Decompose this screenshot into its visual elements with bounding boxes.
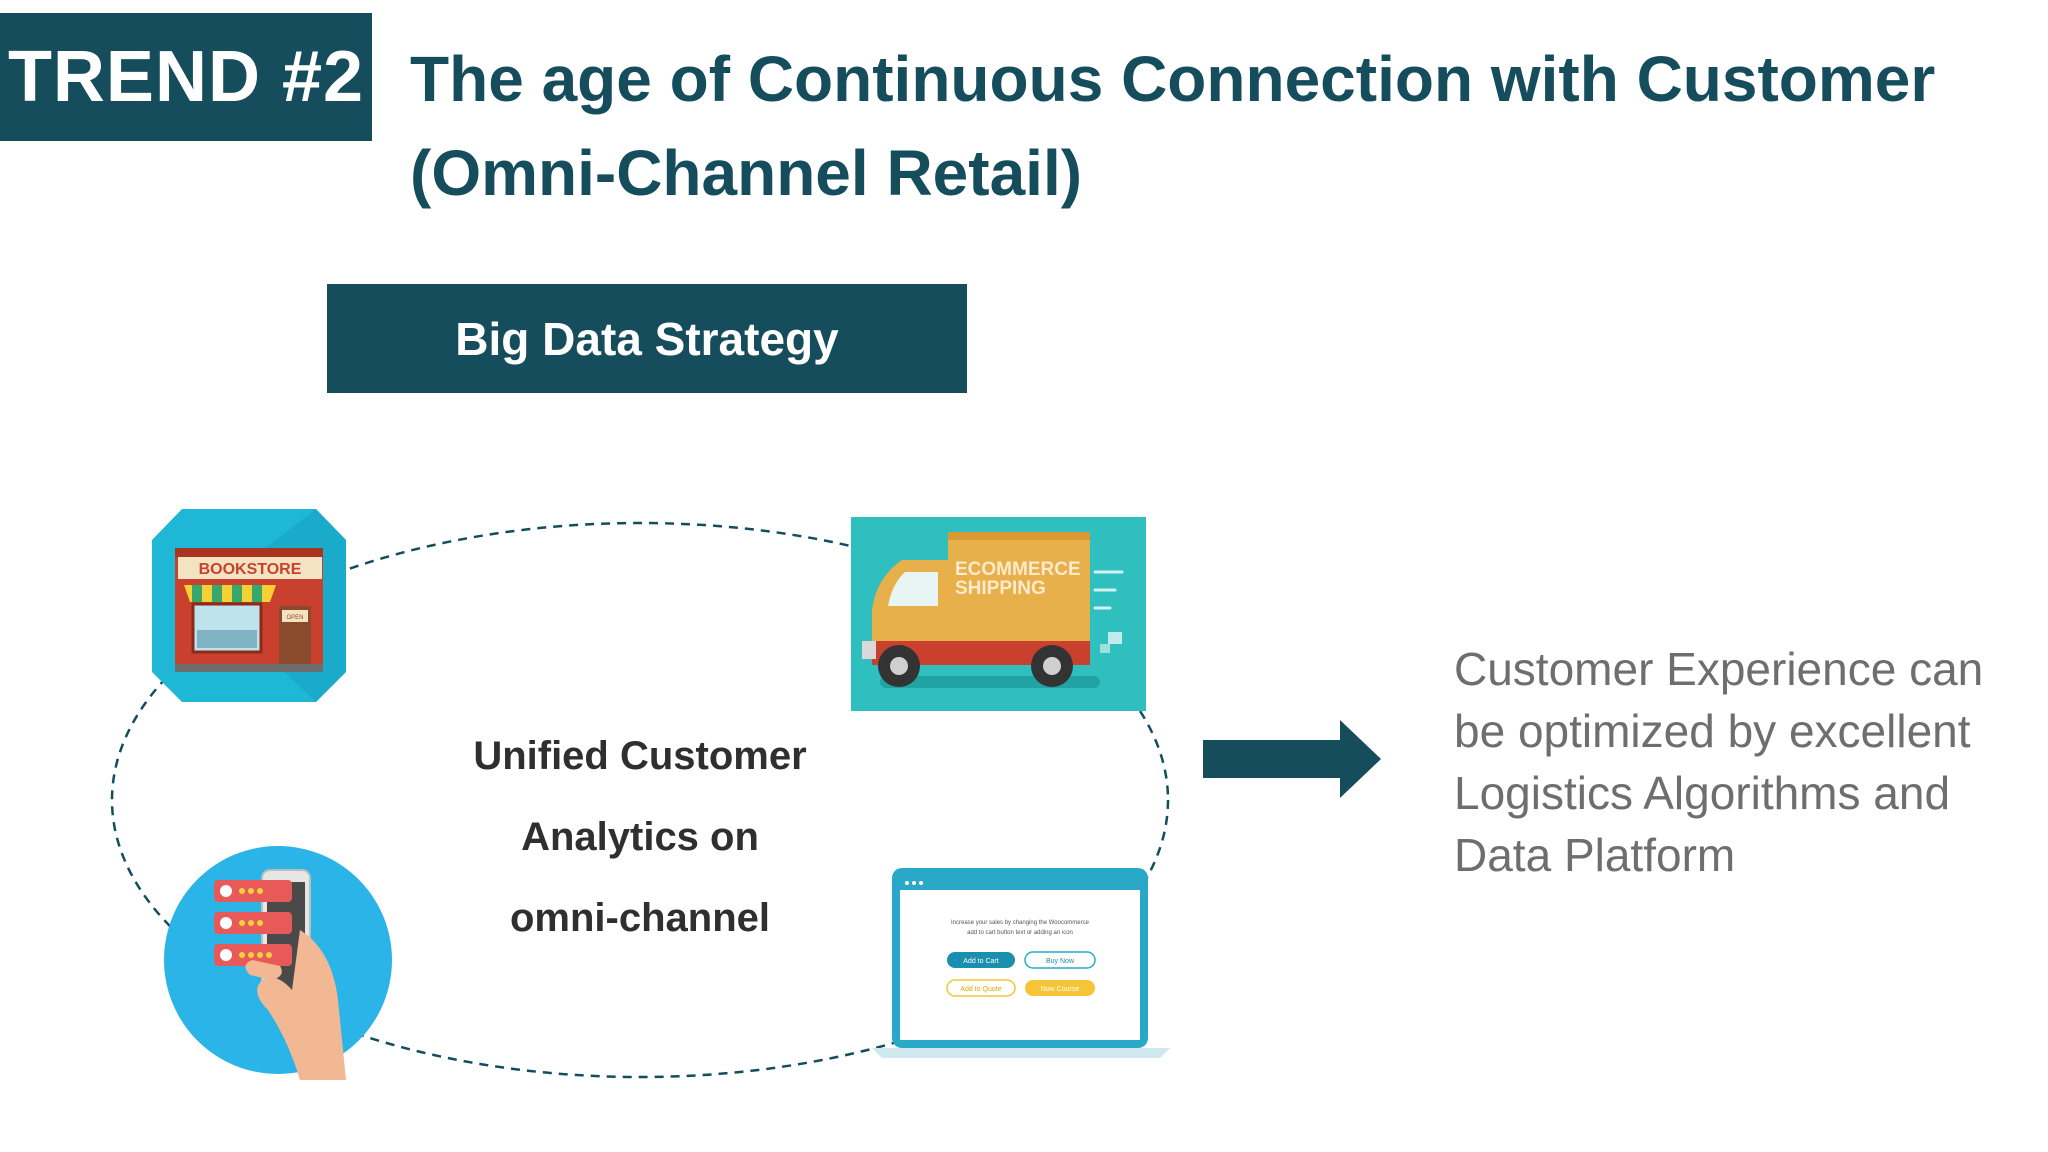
bookstore-icon: BOOKSTORE OPEN xyxy=(152,509,346,702)
laptop-icon: Increase your sales by changing the Wooc… xyxy=(872,868,1170,1058)
laptop-text-1: Increase your sales by changing the Wooc… xyxy=(951,920,1090,926)
title-line-1: The age of Continuous Connection with Cu… xyxy=(410,43,1936,115)
laptop-btn-4: Now Course xyxy=(1041,986,1080,993)
truck-line-2: SHIPPING xyxy=(955,578,1046,599)
center-line-1: Unified Customer xyxy=(473,734,807,778)
channel-loop-ellipse xyxy=(110,521,1170,1079)
result-line-3: Logistics Algorithms and xyxy=(1454,767,1951,819)
unified-analytics-label: Unified Customer Analytics on omni-chann… xyxy=(420,716,860,959)
center-line-2: Analytics on xyxy=(521,815,759,859)
page-title: The age of Continuous Connection with Cu… xyxy=(410,32,1970,220)
bookstore-door-text: OPEN xyxy=(286,615,303,621)
laptop-btn-1: Add to Cart xyxy=(963,958,998,965)
result-line-4: Data Platform xyxy=(1454,829,1736,881)
title-line-2: (Omni-Channel Retail) xyxy=(410,137,1083,209)
bookstore-sign-text: BOOKSTORE xyxy=(199,561,302,578)
laptop-btn-2: Buy Now xyxy=(1046,958,1075,965)
truck-line-1: ECOMMERCE xyxy=(955,559,1081,580)
result-text: Customer Experience can be optimized by … xyxy=(1454,638,2034,886)
arrow-right-icon xyxy=(1203,720,1381,798)
center-line-3: omni-channel xyxy=(509,896,771,940)
delivery-truck-icon: ECOMMERCE SHIPPING xyxy=(851,517,1146,711)
trend-badge: TREND #2 xyxy=(0,13,372,141)
strategy-label: Big Data Strategy xyxy=(455,312,839,365)
smartphone-reviews-icon xyxy=(164,846,392,1080)
trend-badge-text: TREND #2 xyxy=(7,37,365,117)
laptop-text-2: add to cart button text or adding an ico… xyxy=(967,930,1073,936)
laptop-btn-3: Add to Quote xyxy=(960,986,1001,993)
result-line-1: Customer Experience can xyxy=(1454,643,1984,695)
result-line-2: be optimized by excellent xyxy=(1454,705,1971,757)
strategy-box: Big Data Strategy xyxy=(327,284,967,393)
